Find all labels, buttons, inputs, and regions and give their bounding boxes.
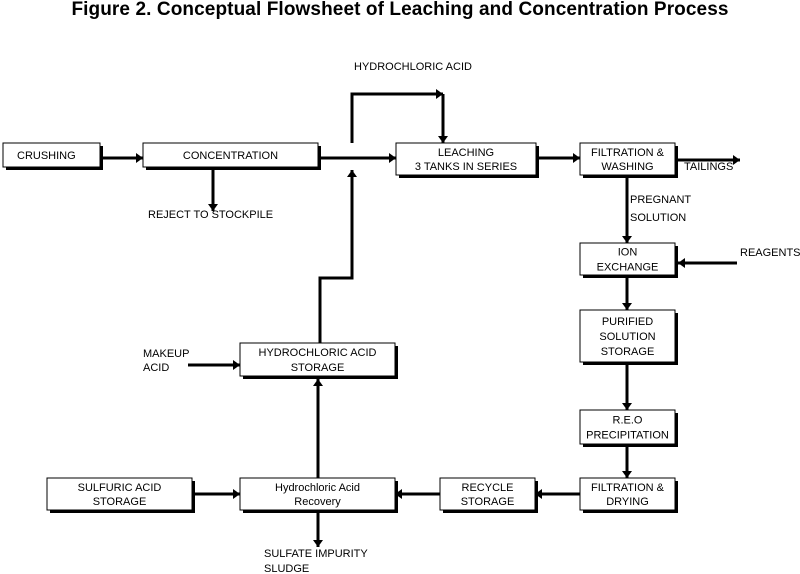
makeup-acid-arrow-arrowhead (233, 360, 240, 370)
reo-precipitation-box: R.E.O PRECIPITATION (579, 409, 678, 447)
pregnant-solution-arrow-arrowhead (622, 236, 632, 243)
hcl-storage-label: HYDROCHLORIC ACID (259, 347, 377, 359)
sludge-arrow-arrowhead (313, 540, 323, 547)
hydrochloric-acid-feed-arrow-arrowhead (436, 89, 443, 99)
reo-precipitation-label: R.E.O (613, 415, 643, 427)
reagents-arrow-arrowhead (678, 258, 685, 268)
pregnant-solution-label: SOLUTION (630, 212, 686, 224)
sulfate-impurity-sludge-label: SLUDGE (264, 563, 309, 574)
recovery-to-hcl-storage-arrow-arrowhead (313, 379, 323, 386)
ion-exchange-box: ION EXCHANGE (579, 242, 678, 278)
tailings-arrow-arrowhead (733, 155, 740, 165)
purified-solution-storage-label: STORAGE (601, 346, 655, 358)
makeup-acid-label: MAKEUP (143, 348, 189, 360)
purified-solution-storage-box: PURIFIED SOLUTION STORAGE (579, 309, 678, 365)
purified-solution-storage-label: PURIFIED (602, 316, 653, 328)
filtration-drying-box: FILTRATION & DRYING (579, 477, 678, 513)
ion-exchange-to-storage-arrow-arrowhead (622, 303, 632, 310)
process-boxes: CRUSHING CONCENTRATION LEACHING 3 TANKS IN … (2, 142, 678, 513)
hcl-recovery-label: Recovery (294, 496, 341, 508)
sulfuric-acid-storage-label: SULFURIC ACID (78, 482, 162, 494)
figure-title: Figure 2. Conceptual Flowsheet of Leachi… (71, 0, 729, 20)
filtration-washing-box: FILTRATION & WASHING (579, 142, 678, 178)
sulfuric-acid-storage-label: STORAGE (93, 496, 147, 508)
connector-lines (100, 89, 740, 547)
reagents-label: REAGENTS (740, 247, 800, 259)
recycle-storage-box: RECYCLE STORAGE (439, 477, 538, 513)
crushing-to-concentration-arrow-arrowhead (136, 153, 143, 163)
stream-labels: HYDROCHLORIC ACID REJECT TO STOCKPILE TAIL… (143, 61, 800, 574)
purified-solution-storage-label: SOLUTION (599, 331, 655, 343)
pregnant-solution-label: PREGNANT (630, 194, 691, 206)
hydrochloric-acid-feed-arrow (350, 92, 443, 143)
tailings-label: TAILINGS (684, 161, 733, 173)
reject-arrow-arrowhead (208, 204, 218, 211)
sulfuric-acid-storage-box: SULFURIC ACID STORAGE (46, 477, 195, 513)
crushing-label: CRUSHING (17, 150, 76, 162)
filtration-washing-label: FILTRATION & (591, 147, 665, 159)
leaching-box: LEACHING 3 TANKS IN SERIES (395, 142, 539, 178)
hydrochloric-acid-down-arrow-arrowhead (438, 136, 448, 143)
hcl-storage-label: STORAGE (291, 362, 345, 374)
sulfate-impurity-sludge-label: SULFATE IMPURITY (264, 548, 368, 560)
reject-to-stockpile-label: REJECT TO STOCKPILE (148, 209, 273, 221)
filtration-washing-label: WASHING (601, 161, 653, 173)
storage-to-precipitation-arrow-arrowhead (622, 403, 632, 410)
ion-exchange-label: ION (618, 247, 638, 259)
leaching-label: 3 TANKS IN SERIES (415, 161, 517, 173)
precipitation-to-drying-arrow-arrowhead (622, 471, 632, 478)
filtration-drying-label: DRYING (606, 496, 649, 508)
crushing-box: CRUSHING (2, 142, 103, 170)
hcl-storage-box: HYDROCHLORIC ACID STORAGE (239, 342, 398, 379)
concentration-label: CONCENTRATION (183, 150, 278, 162)
recycle-storage-label: RECYCLE (462, 482, 514, 494)
drying-to-recycle-arrow-arrowhead (535, 489, 542, 499)
leaching-to-filtration-arrow-arrowhead (573, 153, 580, 163)
ion-exchange-label: EXCHANGE (597, 262, 659, 274)
hcl-storage-to-leaching-arrow (318, 170, 354, 343)
recycle-to-recovery-arrow-arrowhead (395, 489, 402, 499)
concentration-to-leaching-arrow-arrowhead (389, 153, 396, 163)
leaching-label: LEACHING (438, 147, 494, 159)
concentration-box: CONCENTRATION (142, 142, 321, 170)
makeup-acid-label: ACID (143, 362, 169, 374)
recycle-storage-label: STORAGE (461, 496, 515, 508)
filtration-drying-label: FILTRATION & (591, 482, 665, 494)
hcl-recovery-label: Hydrochloric Acid (275, 482, 360, 494)
hydrochloric-acid-label: HYDROCHLORIC ACID (354, 61, 472, 73)
reo-precipitation-label: PRECIPITATION (586, 430, 669, 442)
hcl-storage-to-leaching-arrow-arrowhead (347, 170, 357, 177)
sulfuric-to-recovery-arrow-arrowhead (233, 489, 240, 499)
